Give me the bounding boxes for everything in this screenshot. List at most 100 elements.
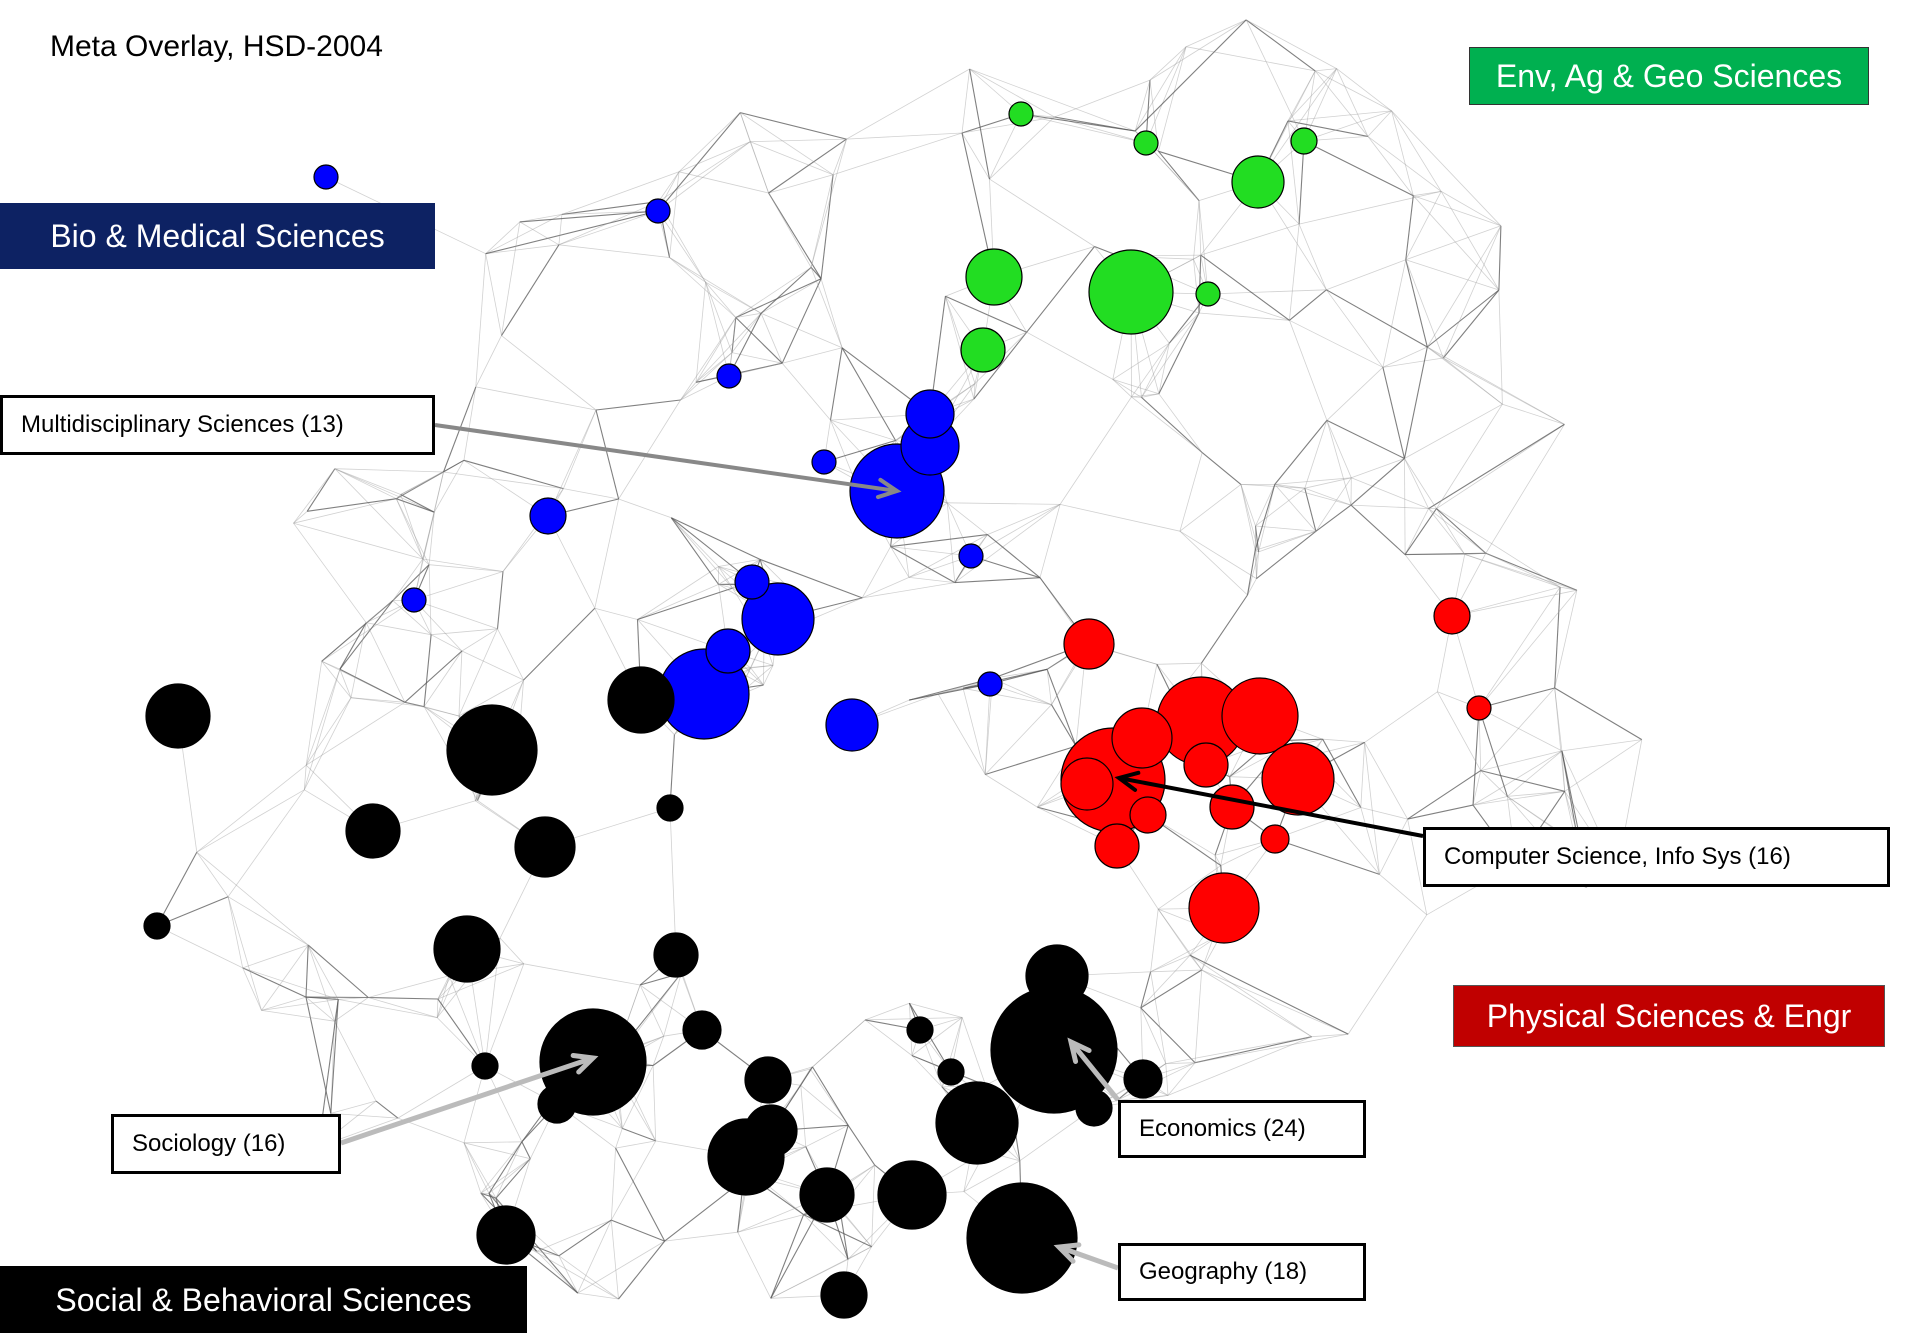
node-social	[514, 816, 576, 878]
network-edge	[261, 996, 307, 1011]
network-edge	[800, 1085, 807, 1147]
network-edge	[423, 650, 463, 707]
network-edge	[1179, 530, 1257, 579]
network-edge	[334, 1021, 377, 1102]
network-edge	[1360, 807, 1408, 820]
network-edge	[1382, 259, 1407, 368]
network-edge	[970, 504, 1061, 557]
network-edge	[338, 997, 369, 1000]
network-edge	[954, 504, 1061, 583]
network-edge	[558, 201, 659, 246]
network-edge	[1200, 594, 1248, 664]
network-edge	[759, 558, 863, 599]
network-edge	[430, 634, 463, 652]
network-edge	[615, 1128, 623, 1149]
network-edge	[1150, 969, 1202, 973]
network-edge	[1246, 550, 1256, 596]
node-phys	[1183, 742, 1229, 788]
network-edge	[395, 498, 424, 560]
network-edge	[1364, 742, 1380, 875]
network-edge	[695, 352, 733, 383]
network-edge	[1051, 704, 1077, 747]
network-edge	[1347, 914, 1428, 1035]
network-edge	[1405, 259, 1428, 348]
network-edge	[413, 599, 498, 630]
network-edge	[1158, 393, 1203, 453]
network-edge	[1413, 195, 1500, 291]
network-edge	[829, 347, 843, 421]
callout-geography: Geography (18)	[1118, 1243, 1366, 1301]
network-edge	[400, 494, 435, 513]
network-edge	[1426, 289, 1500, 348]
network-edge	[1240, 484, 1259, 553]
network-edge	[501, 221, 521, 336]
network-edge	[1149, 46, 1187, 81]
network-edge	[782, 347, 843, 364]
network-edge	[558, 1219, 612, 1257]
network-edge	[594, 498, 619, 609]
node-social	[145, 683, 211, 749]
network-edge	[334, 997, 369, 1022]
network-edge	[339, 622, 367, 670]
network-edge	[519, 210, 659, 223]
network-edge	[523, 963, 641, 986]
network-edge	[461, 628, 498, 652]
network-edge	[890, 546, 972, 557]
network-edge	[1405, 259, 1444, 359]
node-social	[471, 1052, 499, 1080]
network-edge	[810, 1019, 866, 1070]
network-edge	[1303, 140, 1414, 197]
arrow-sociology	[340, 1053, 599, 1146]
network-edge	[261, 944, 309, 1011]
network-edge	[768, 192, 822, 279]
network-edge	[750, 138, 847, 143]
network-edge	[908, 683, 991, 701]
network-edge	[423, 706, 460, 717]
node-env	[960, 327, 1006, 373]
network-edge	[1150, 909, 1159, 972]
network-edge	[293, 510, 308, 524]
network-edge	[1326, 289, 1428, 348]
network-edge	[1560, 586, 1577, 591]
network-edge	[1382, 367, 1406, 459]
network-edge	[463, 386, 477, 461]
network-edge	[396, 459, 465, 500]
node-phys	[1063, 618, 1115, 670]
network-edge	[749, 141, 769, 194]
network-edge	[293, 468, 336, 524]
network-edge	[1326, 420, 1352, 506]
network-edge	[495, 1141, 523, 1199]
network-edge	[1426, 225, 1502, 348]
network-edge	[862, 582, 955, 599]
network-edge	[1427, 346, 1444, 359]
network-edge	[1405, 552, 1486, 556]
network-edge	[561, 201, 659, 215]
node-social	[653, 932, 699, 978]
network-edge	[330, 1100, 377, 1114]
node-bio	[529, 497, 567, 535]
network-edge	[1436, 508, 1466, 555]
network-edge	[350, 622, 367, 698]
network-edge	[428, 512, 435, 565]
network-edge	[671, 517, 761, 560]
network-edge	[1145, 46, 1187, 144]
network-edge	[1404, 508, 1429, 555]
network-edge	[1480, 770, 1565, 792]
network-edge	[485, 244, 559, 255]
network-edge	[1298, 140, 1305, 225]
network-edge	[1247, 578, 1257, 596]
arrow-computer-science	[1114, 770, 1424, 838]
network-edge	[1436, 508, 1487, 554]
network-edge	[739, 112, 769, 194]
network-edge	[969, 68, 1055, 118]
network-edge	[1360, 807, 1380, 875]
node-social	[1123, 1059, 1163, 1099]
network-edge	[812, 1019, 866, 1068]
node-social	[966, 1182, 1078, 1294]
network-edge	[610, 1220, 619, 1300]
network-edge	[321, 600, 394, 662]
network-edge	[1258, 530, 1317, 553]
network-edge	[1245, 19, 1316, 72]
network-edge	[463, 1142, 482, 1194]
network-edge	[536, 1250, 578, 1294]
